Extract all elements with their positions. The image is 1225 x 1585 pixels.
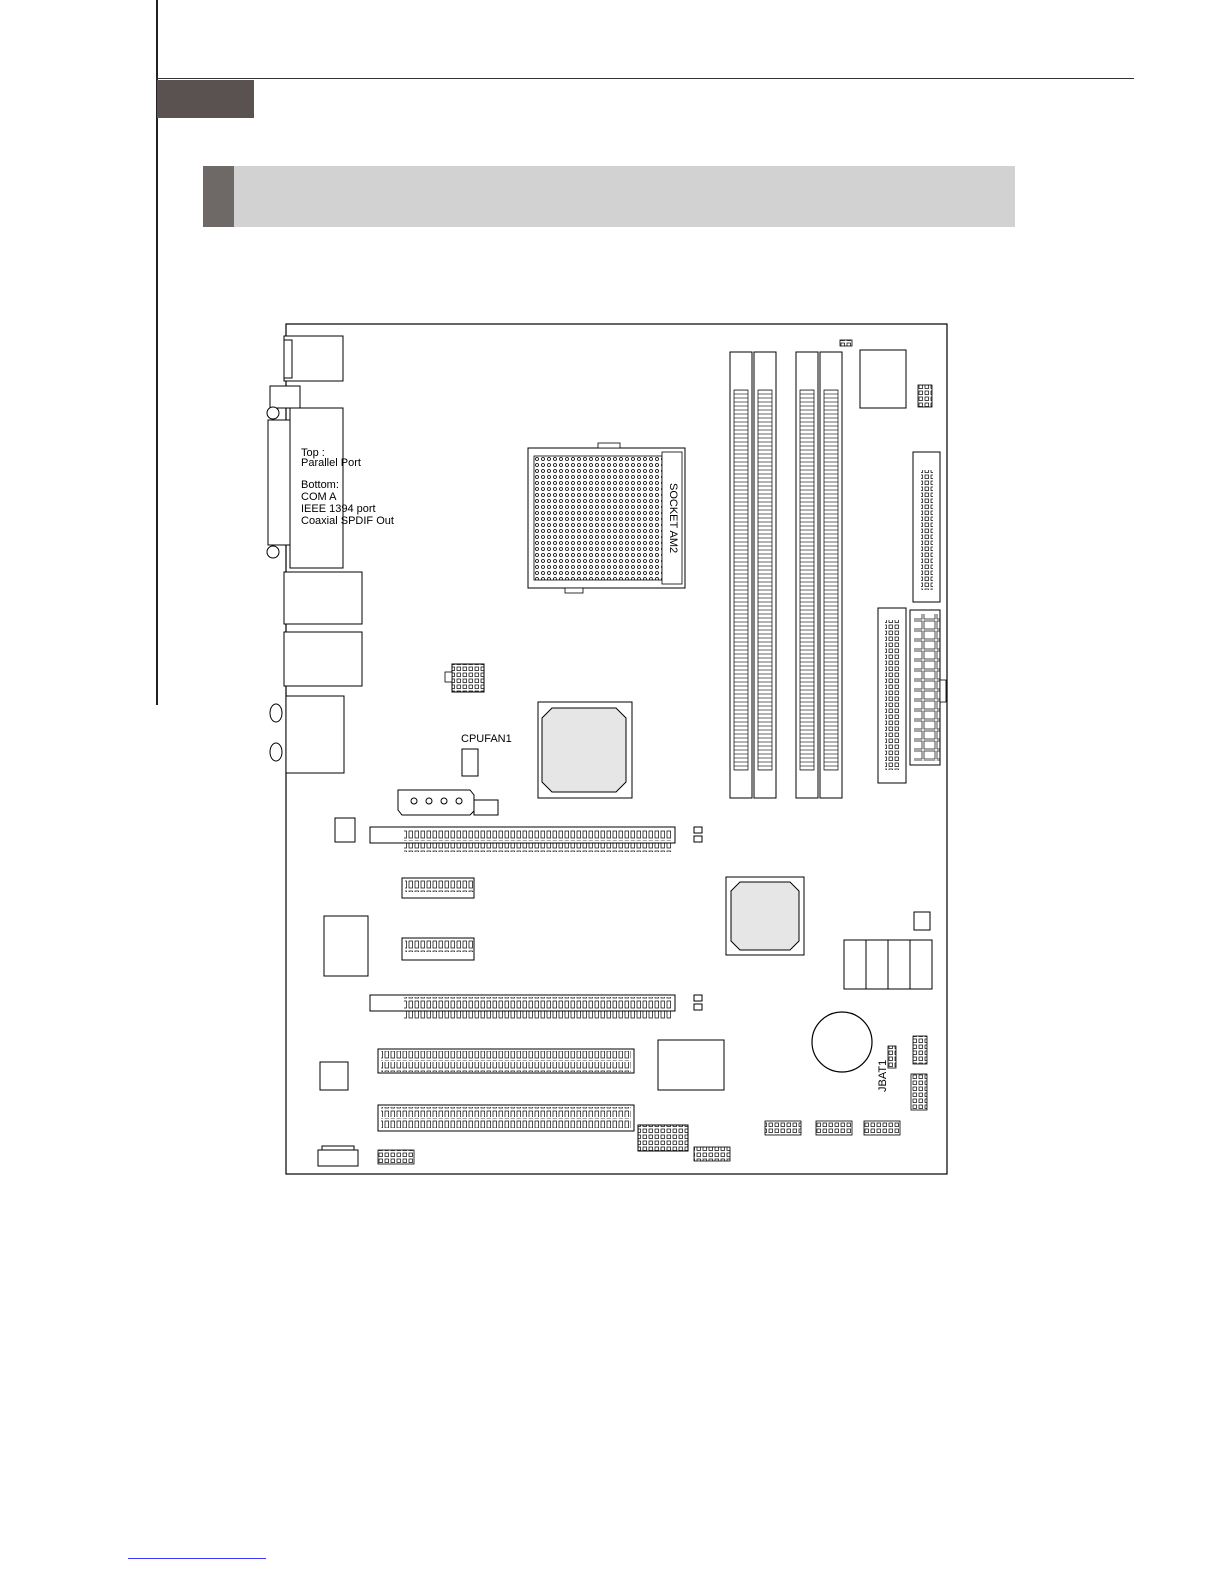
- io-bracket-top: [270, 386, 300, 408]
- floppy-connector: [913, 452, 940, 602]
- usb-lan-stack-2: [284, 632, 362, 686]
- aux-power-connector: [318, 1146, 358, 1166]
- jumper-top: [840, 340, 852, 346]
- sata-connectors: [844, 940, 932, 989]
- ps2-port: [284, 336, 343, 381]
- io-label-bottom-item: IEEE 1394 port: [301, 503, 376, 515]
- io-controller-chip: [860, 350, 906, 408]
- io-label-bottom-item: COM A: [301, 491, 337, 503]
- sata-connector: [866, 940, 888, 989]
- audio-front-header: [378, 1150, 414, 1164]
- pcie-x16-slot: [370, 995, 702, 1020]
- usb-header: [864, 1121, 900, 1135]
- ide-connector: [878, 608, 906, 783]
- jbat1-jumper: [888, 1046, 896, 1068]
- dimm-slot: [796, 352, 818, 798]
- pcie-x16-slot: [370, 827, 702, 852]
- front-panel-header: [911, 1074, 927, 1110]
- io-label-top-item: Parallel Port: [301, 457, 361, 469]
- parallel-screw-bottom: [267, 546, 279, 558]
- ieee1394-header: [694, 1147, 730, 1161]
- io-label-bottom-title: Bottom:: [301, 479, 339, 491]
- sata-connector: [888, 940, 910, 989]
- cpufan-header: [462, 749, 478, 776]
- sys-fan-header: [914, 912, 930, 930]
- io-label-bottom-item: Coaxial SPDIF Out: [301, 515, 394, 527]
- sata-connector: [910, 940, 932, 989]
- pcie-x1-slot: [402, 938, 474, 960]
- front-panel-header: [913, 1036, 927, 1064]
- usb-header: [816, 1121, 852, 1135]
- molex-power-connector: [398, 790, 474, 815]
- com-header: [638, 1125, 688, 1151]
- dimm-slot: [754, 352, 776, 798]
- pci-slot: [378, 1049, 634, 1073]
- pci-slot: [378, 1105, 634, 1131]
- small-chip: [320, 1062, 348, 1090]
- cpu-socket: SOCKET AM2: [528, 443, 685, 593]
- cmos-battery: [812, 1012, 872, 1072]
- fan-header-small: [474, 800, 498, 815]
- socket-label: SOCKET AM2: [667, 483, 679, 553]
- audio-jack-2: [270, 743, 282, 761]
- usb-lan-stack-1: [284, 572, 362, 624]
- usb-header: [765, 1121, 801, 1135]
- jbat1-label: JBAT1: [877, 1060, 889, 1092]
- audio-codec-chip: [324, 916, 368, 976]
- north-bridge-chip: [538, 702, 632, 798]
- dimm-slot: [820, 352, 842, 798]
- audio-jack-1: [270, 704, 282, 722]
- pcie-x1-slot: [402, 878, 474, 898]
- header-small: [918, 385, 932, 407]
- dimm-slot: [730, 352, 752, 798]
- ps2-port-flange: [284, 340, 292, 378]
- cpu-power-latch: [445, 672, 452, 682]
- parallel-screw-top: [267, 407, 279, 419]
- sata-connector: [844, 940, 866, 989]
- south-bridge-chip: [726, 877, 804, 955]
- small-chip: [335, 818, 355, 842]
- bios-chip: [658, 1040, 724, 1090]
- cpu-power-connector: [452, 664, 484, 692]
- cpufan-label: CPUFAN1: [461, 733, 512, 745]
- audio-jack-stack: [286, 696, 344, 773]
- parallel-port-body: [268, 420, 290, 545]
